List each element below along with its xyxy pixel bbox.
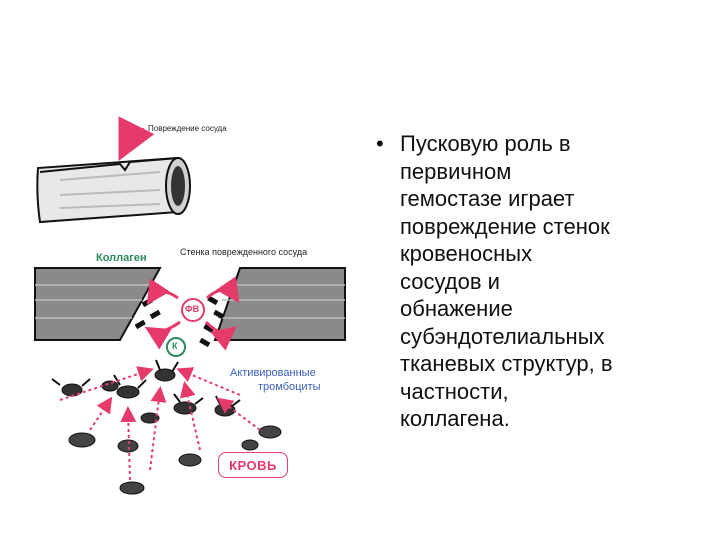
fv-marker: [144, 276, 240, 351]
collagen-label: Коллаген: [96, 252, 147, 264]
bullet-line: субэндотелиальных: [400, 323, 605, 349]
k-marker: [166, 337, 186, 357]
activated-platelets-label: Активированные тромбоциты: [230, 366, 321, 394]
bullet-line: обнажение: [400, 296, 513, 321]
bullet-line: кровеносных: [400, 241, 533, 266]
bullet-line: Пусковую роль в: [400, 131, 571, 156]
bullet-line: гемостазе играет: [400, 186, 575, 211]
activated-platelets-label-line1: Активированные: [230, 367, 316, 379]
bullet-line: тканевых структур, в: [400, 351, 613, 376]
bullet-line: коллагена.: [400, 406, 510, 431]
k-label: К: [172, 341, 178, 351]
recruitment-arrows: [59, 366, 261, 481]
activated-platelets-label-line2: тромбоциты: [258, 381, 321, 393]
bullet-list: • Пусковую роль в первичном гемостазе иг…: [370, 130, 700, 433]
bullet-line: первичном: [400, 158, 512, 184]
bullet-line: повреждение стенок: [400, 213, 610, 239]
damaged-vessel-label: Повреждение сосуда: [148, 124, 227, 133]
vessel-wall-section: [34, 267, 346, 348]
blood-label: КРОВЬ: [218, 452, 288, 478]
fv-label: ФВ: [185, 304, 200, 314]
vessel-wall-label: Стенка поврежденного сосуда: [180, 247, 308, 257]
bullet-line: частности,: [400, 378, 509, 404]
resting-platelets: [68, 425, 282, 495]
activated-platelets: [51, 359, 241, 424]
damage-arrow: [118, 116, 155, 161]
bullet-dot: •: [376, 131, 384, 156]
vessel-tube-drawing: [36, 156, 191, 224]
bullet-item: • Пусковую роль в первичном гемостазе иг…: [370, 130, 700, 433]
bullet-line: сосудов и: [400, 268, 500, 294]
